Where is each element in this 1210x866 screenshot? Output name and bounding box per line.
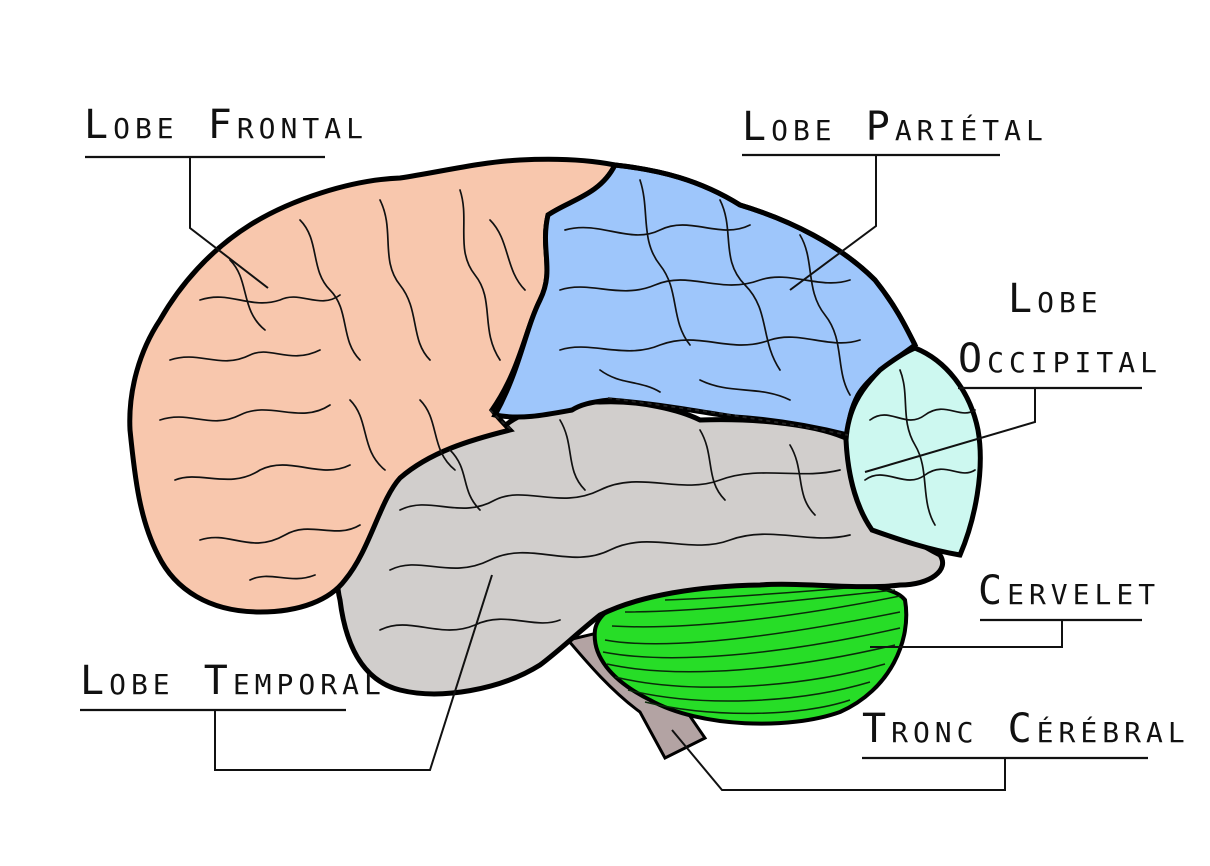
frontal-temporal-boundary [489, 409, 513, 431]
occipital-leader [864, 388, 1036, 473]
label-temporal-lobe: Lobe Temporal [80, 658, 386, 704]
label-occipital-lobe-line1: Lobe [1008, 276, 1103, 322]
label-occipital-lobe-line2: Occipital [958, 336, 1162, 382]
label-brainstem: Tronc Cérébral [862, 706, 1190, 752]
cerebellum-leader [870, 620, 1063, 648]
brain-outline [614, 162, 918, 347]
parietal-leader [789, 155, 877, 291]
brainstem-leader [671, 729, 1006, 791]
frontal-leader [189, 157, 269, 289]
label-parietal-lobe: Lobe Pariétal [742, 104, 1048, 150]
label-cerebellum: Cervelet [978, 568, 1160, 614]
occipital-lobe-region [843, 345, 983, 558]
parietal-temporal-boundary [607, 397, 849, 436]
leader-lines [80, 153, 1148, 791]
temporal-leader [214, 574, 493, 771]
brain-gyri-details [159, 179, 976, 631]
label-frontal-lobe: Lobe Frontal [84, 102, 368, 148]
